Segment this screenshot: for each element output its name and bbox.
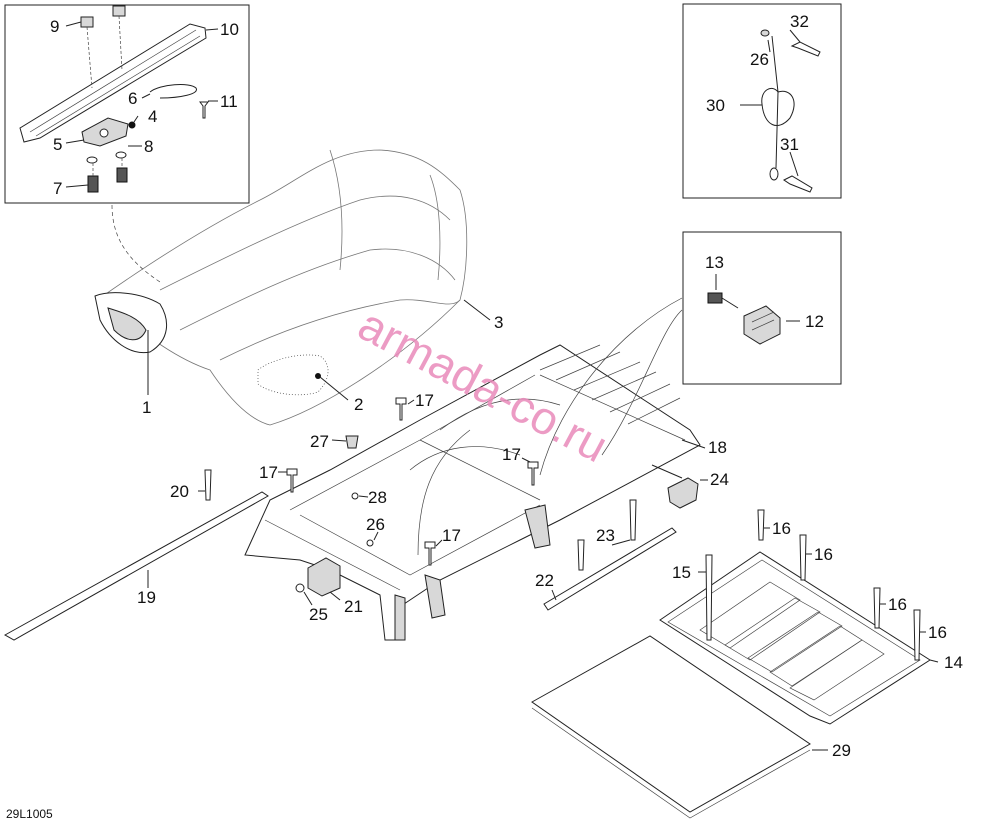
callout-16d: 16: [928, 623, 947, 642]
callout-29: 29: [832, 741, 851, 760]
callout-27: 27: [310, 432, 329, 451]
bolt-icon: [527, 461, 539, 486]
inset-latch-detail: [4, 4, 250, 204]
callout-26: 26: [366, 515, 385, 534]
tether-cable: [761, 35, 795, 169]
rivet-icon: [199, 101, 209, 119]
release-cable: [149, 84, 197, 99]
callout-17a: 17: [415, 391, 434, 410]
nut-icon: [112, 5, 126, 17]
callout-labels: 9 10 6 11 4 5 8 7 32 26 30 31 13 12 3 1 …: [6, 12, 963, 821]
seat-outline: [99, 149, 468, 426]
callout-31: 31: [780, 135, 799, 154]
callout-5: 5: [53, 135, 62, 154]
callout-22: 22: [535, 571, 554, 590]
callout-23: 23: [596, 526, 615, 545]
callout-7: 7: [53, 179, 62, 198]
end-cap: [667, 477, 699, 509]
side-strip: [3, 491, 269, 641]
callout-14: 14: [944, 653, 963, 672]
callout-32: 32: [790, 12, 809, 31]
rivet-icon: [873, 587, 881, 629]
washer-icon: [760, 29, 770, 37]
rivet-icon: [783, 175, 813, 193]
callout-8: 8: [144, 137, 153, 156]
callout-17d: 17: [442, 526, 461, 545]
pad-29: [531, 635, 811, 813]
rivet-icon: [629, 499, 637, 541]
washer-icon: [86, 156, 98, 164]
rivet-icon: [204, 469, 212, 501]
bolt-icon: [424, 541, 436, 566]
bolt-icon: [286, 468, 298, 493]
callout-3: 3: [494, 313, 503, 332]
callout-1: 1: [142, 398, 151, 417]
screw-icon: [116, 167, 128, 183]
screw-icon: [87, 175, 99, 193]
rivet-icon: [705, 554, 713, 641]
callout-4: 4: [148, 107, 157, 126]
bumper-icon: [345, 435, 359, 449]
bottom-strip: [543, 527, 677, 611]
clamp-bracket: [307, 557, 341, 597]
seat-pad: [257, 354, 329, 396]
rivet-icon: [790, 41, 821, 57]
callout-18: 18: [708, 438, 727, 457]
board-14: [659, 551, 931, 725]
callout-26-inset: 26: [750, 50, 769, 69]
hinge-icon: [743, 305, 781, 345]
screw-icon: [707, 292, 723, 304]
callout-20: 20: [170, 482, 189, 501]
callout-11: 11: [220, 92, 238, 111]
deck-board: [531, 509, 939, 819]
callout-12: 12: [805, 312, 824, 331]
callout-24: 24: [710, 470, 729, 489]
inset-tether-detail: [682, 3, 842, 199]
callout-6: 6: [128, 89, 137, 108]
callout-15: 15: [672, 563, 691, 582]
rivet-icon: [577, 539, 585, 571]
seat-assembly: [94, 149, 491, 426]
callout-21: 21: [344, 597, 363, 616]
callout-30: 30: [706, 96, 725, 115]
callout-16c: 16: [888, 595, 907, 614]
callout-2: 2: [354, 395, 363, 414]
frame-assembly: [244, 297, 706, 641]
bolt-icon: [395, 397, 407, 421]
callout-10: 10: [220, 20, 239, 39]
callout-17c: 17: [502, 445, 521, 464]
callout-17b: 17: [259, 463, 278, 482]
rivet-icon: [757, 509, 765, 541]
inset-hinge-detail: [682, 231, 842, 385]
fasteners: [3, 397, 708, 641]
drawing-code: 29L1005: [6, 807, 53, 821]
rivet-icon: [913, 609, 921, 661]
nut-icon: [80, 16, 94, 28]
callout-16b: 16: [814, 545, 833, 564]
callout-16a: 16: [772, 519, 791, 538]
ball-icon: [128, 121, 136, 129]
latch-bracket: [19, 23, 207, 143]
callout-28: 28: [368, 488, 387, 507]
washer-icon: [115, 151, 127, 159]
rivet-icon: [799, 534, 807, 581]
callout-13: 13: [705, 253, 724, 272]
callout-9: 9: [50, 17, 59, 36]
callout-25: 25: [309, 605, 328, 624]
callout-19: 19: [137, 588, 156, 607]
